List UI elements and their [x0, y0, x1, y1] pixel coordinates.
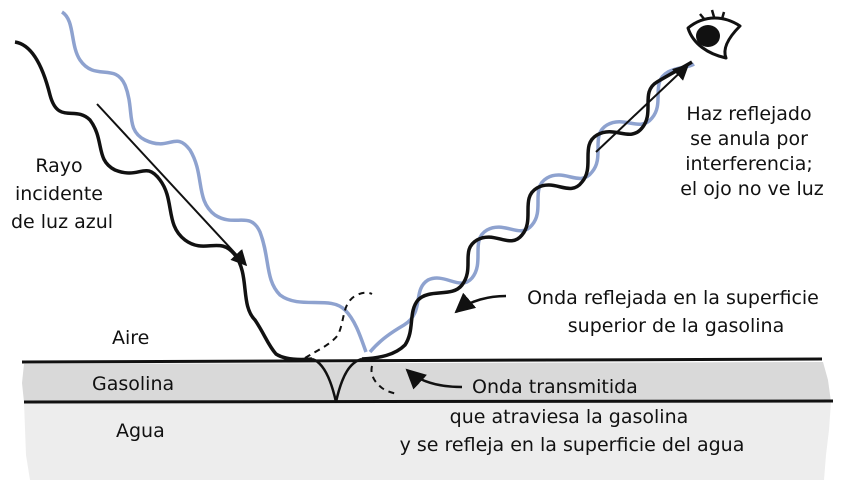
reflected-beam-label: Haz reflejado se anula por interferencia…: [680, 103, 824, 200]
reflected-beam-line-1: Haz reflejado: [686, 103, 811, 125]
eye-icon: [686, 9, 742, 60]
top-surface-wave-callout: [454, 292, 507, 314]
transmitted-wave-line-1: Onda transmitida: [472, 376, 638, 398]
transmitted-wave-line-2: que atraviesa la gasolina: [450, 406, 689, 428]
reflected-beam-line-3: interferencia;: [685, 153, 813, 175]
top-surface-wave-label: Onda reflejada en la superficie superior…: [527, 287, 825, 337]
incident-blue-wave: [60, 10, 368, 353]
reflected-beam-line-2: se anula por: [690, 128, 808, 150]
incident-ray-line-2: incidente: [15, 183, 103, 205]
incident-ray-label: Rayo incidente de luz azul: [11, 155, 113, 233]
transmitted-wave-line-3: y se refleja en la superficie del agua: [400, 434, 745, 456]
incident-ray-line-1: Rayo: [35, 155, 82, 177]
reflected-beam-line-4: el ojo no ve luz: [680, 178, 824, 200]
gasoline-label: Gasolina: [92, 373, 174, 395]
gasoline-water-boundary: [23, 399, 834, 404]
refracted-dashed-right: [370, 365, 399, 395]
reflected-blue-wave: [368, 62, 695, 354]
incident-direction-arrow: [96, 103, 248, 267]
transmitted-wave: [311, 357, 363, 403]
water-label: Agua: [116, 420, 165, 442]
air-label: Aire: [112, 327, 149, 349]
reflected-direction-arrow: [595, 63, 690, 153]
top-surface-wave-line-2: superior de la gasolina: [568, 315, 784, 337]
reflected-black-wave: [361, 60, 693, 361]
air-gasoline-boundary: [21, 357, 823, 364]
transmitted-wave-callout: [405, 368, 463, 390]
transmitted-wave-label: Onda transmitida que atraviesa la gasoli…: [400, 376, 745, 456]
incident-black-wave: [14, 40, 313, 362]
top-surface-wave-line-1: Onda reflejada en la superficie: [527, 287, 819, 309]
water-layer: [24, 402, 831, 480]
incident-ray-line-3: de luz azul: [11, 211, 113, 233]
